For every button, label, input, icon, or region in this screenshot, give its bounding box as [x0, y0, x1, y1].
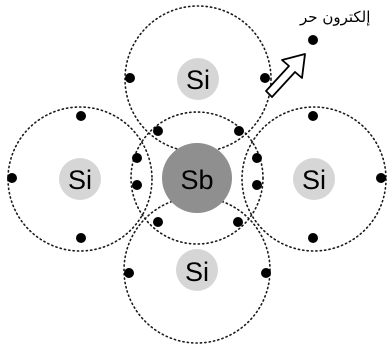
electron [260, 73, 270, 83]
electron [376, 173, 386, 183]
arrow-icon [265, 53, 306, 98]
electron [7, 173, 17, 183]
electron [125, 73, 135, 83]
electron [233, 217, 243, 227]
electron [76, 233, 86, 243]
electron [308, 111, 318, 121]
electron [252, 180, 262, 190]
atom-label-left: Si [68, 165, 92, 195]
electron [261, 268, 271, 278]
electron [124, 268, 134, 278]
atom-label-top: Si [186, 65, 210, 95]
orbit-si-right [241, 106, 387, 252]
free-electron-label: إلكترون حر [299, 8, 370, 26]
nucleus-sb-center [162, 143, 232, 213]
electron [308, 233, 318, 243]
electron [76, 111, 86, 121]
orbit-sb-center [130, 111, 264, 245]
nucleus-si-top [177, 58, 219, 100]
nucleus-si-bottom [176, 249, 218, 291]
electron [234, 126, 244, 136]
electrons [7, 35, 386, 278]
atom-label-bottom: Si [185, 257, 209, 287]
electron [252, 153, 262, 163]
electron [153, 126, 163, 136]
nucleus-si-left [59, 158, 101, 200]
electron [132, 153, 142, 163]
atom-label-right: Si [302, 165, 326, 195]
atom-label-center: Sb [180, 165, 213, 195]
electron [132, 180, 142, 190]
nucleus-si-right [293, 158, 335, 200]
electron [153, 217, 163, 227]
free-electron [308, 35, 318, 45]
